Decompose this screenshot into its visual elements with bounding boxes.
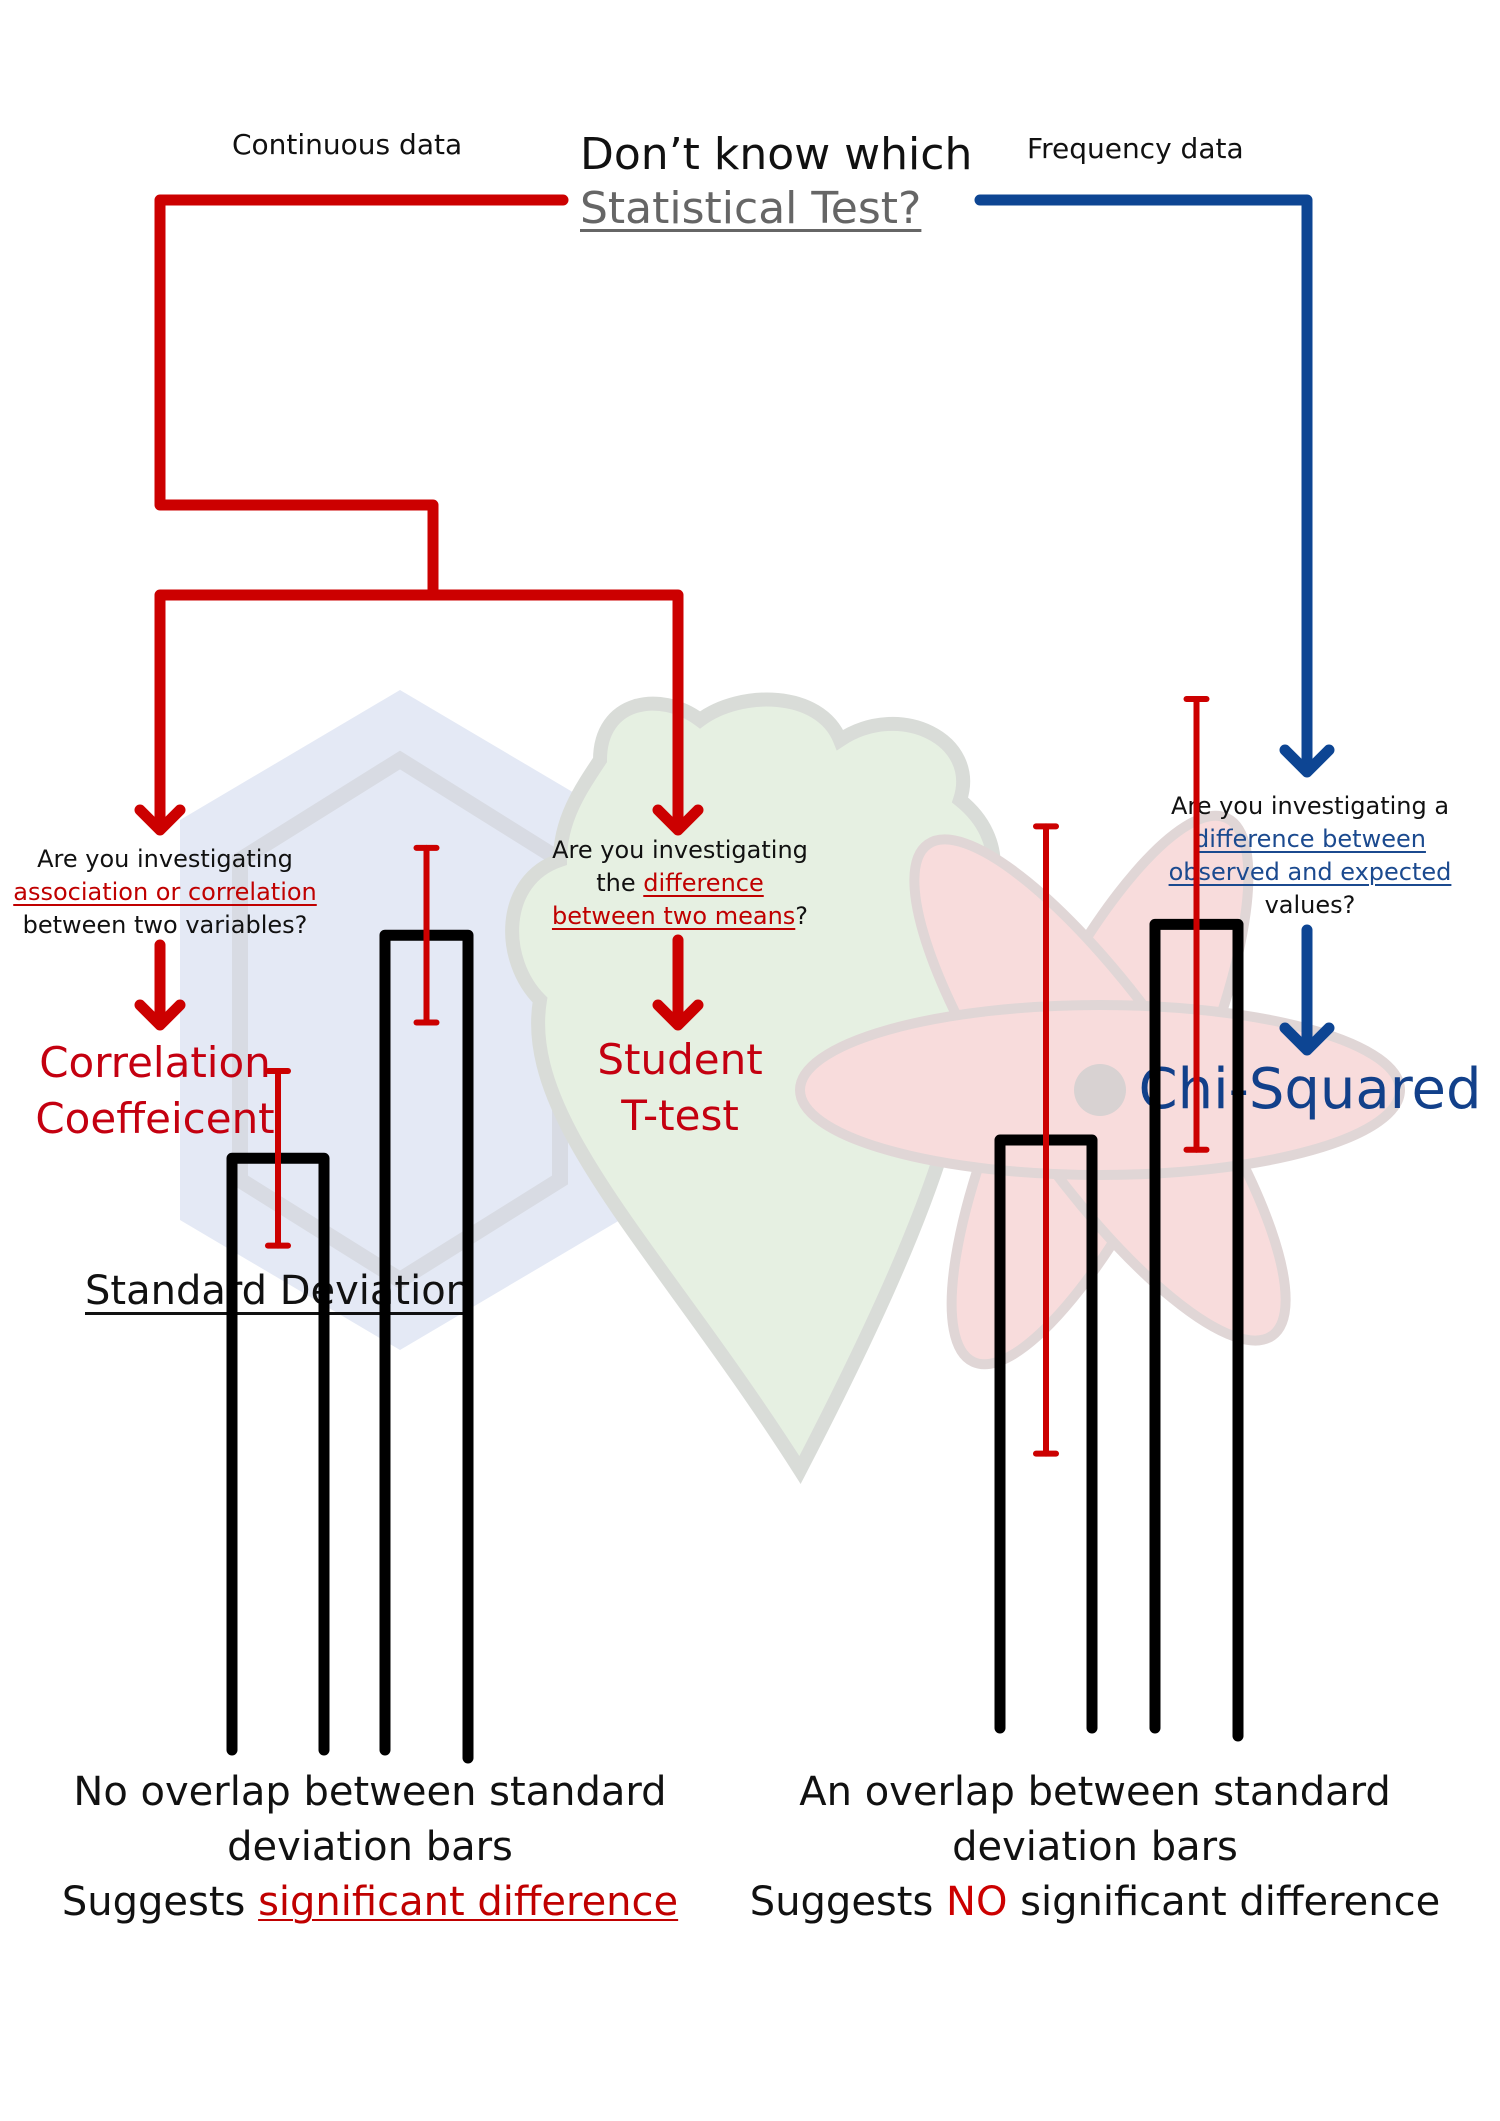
correlation-question: Are you investigating association or cor… (0, 843, 330, 942)
ttest-question-highlight-2: between two means (551, 902, 796, 930)
correlation-question-highlight: association or correlation (13, 878, 317, 906)
no-overlap-caption: No overlap between standard deviation ba… (40, 1765, 700, 1930)
no-overlap-line-1: No overlap between standard (73, 1769, 667, 1815)
chart-1-error-bar-A (265, 1068, 291, 1249)
ttest-question-line-3: between two means? (520, 900, 840, 933)
standard-deviation-heading: Standard Deviation (85, 1268, 472, 1314)
chi-question-line-1: Are you investigating a (1170, 792, 1450, 820)
correlation-result-line-1: Correlation (39, 1038, 271, 1087)
continuous-data-label: Continuous data (232, 128, 463, 161)
chart-2-error-bar-A (1033, 823, 1059, 1457)
ttest-question-the: the (596, 869, 636, 897)
no-overlap-line-3: Suggests significant difference (40, 1875, 700, 1930)
chart-1-bar-B (379, 929, 474, 1764)
overlap-suggests: Suggests (749, 1879, 934, 1925)
continuous-split-line (154, 589, 684, 828)
no-highlight: NO (946, 1879, 1008, 1925)
ttest-question-line-2: the difference (520, 867, 840, 900)
title-line-2: Statistical Test? (580, 183, 922, 234)
overlap-line-2: deviation bars (952, 1824, 1238, 1870)
continuous-branch-line (154, 194, 569, 601)
arrow-to-chi-question-icon (1279, 744, 1335, 778)
no-overlap-line-2: deviation bars (227, 1824, 513, 1870)
arrow-to-ttest-result-icon (652, 934, 704, 1031)
frequency-branch-line (974, 194, 1313, 776)
correlation-coefficient-result: Correlation Coeffeicent (20, 1035, 290, 1147)
chi-question-highlight-1: difference between (1194, 825, 1426, 853)
overlap-line-3: Suggests NO significant difference (730, 1875, 1460, 1930)
overlap-significant-difference: significant difference (1020, 1879, 1441, 1925)
arrow-to-ttest-question-icon (652, 804, 704, 836)
chi-question-line-4: values? (1264, 891, 1356, 919)
page-title: Don’t know which Statistical Test? (580, 128, 973, 236)
ttest-question-line-1: Are you investigating (552, 836, 808, 864)
arrow-to-chi-result-icon (1279, 924, 1335, 1056)
watermark-atom-icon (795, 810, 1405, 1370)
ttest-result-line-1: Student (597, 1035, 763, 1084)
title-line-1: Don’t know which (580, 129, 973, 180)
chart-1-error-bar-B (413, 844, 440, 1026)
chart-2-error-bar-B (1183, 696, 1210, 1153)
ttest-result-line-2: T-test (621, 1091, 739, 1140)
arrow-to-correlation-question-icon (134, 804, 186, 836)
correlation-question-line-3: between two variables? (22, 911, 308, 939)
overlap-line-1: An overlap between standard (799, 1769, 1391, 1815)
ttest-question-mark: ? (795, 902, 809, 930)
arrow-to-correlation-result-icon (134, 939, 186, 1031)
no-overlap-suggests: Suggests (61, 1879, 246, 1925)
correlation-question-line-1: Are you investigating (37, 845, 293, 873)
chi-question: Are you investigating a difference betwe… (1160, 790, 1460, 922)
ttest-question: Are you investigating the difference bet… (520, 834, 840, 933)
ttest-question-highlight-1: difference (643, 869, 764, 897)
student-ttest-result: Student T-test (560, 1032, 800, 1144)
correlation-result-line-2: Coeffeicent (35, 1094, 275, 1143)
chi-question-highlight-2: observed and expected (1168, 858, 1452, 886)
overlap-caption: An overlap between standard deviation ba… (730, 1765, 1460, 1930)
frequency-data-label: Frequency data (1027, 132, 1244, 165)
significant-difference-highlight: significant difference (258, 1879, 679, 1925)
